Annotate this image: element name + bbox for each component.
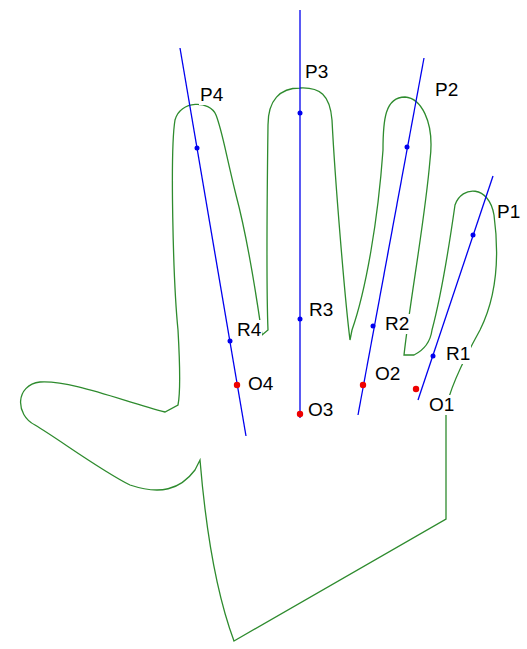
tip-point (471, 233, 476, 238)
point-label: O3 (307, 400, 334, 420)
axis-line (418, 176, 493, 400)
ref-point (228, 339, 233, 344)
point-label: O4 (247, 374, 274, 394)
tip-point (195, 146, 200, 151)
base-point (413, 386, 419, 392)
axis-points (195, 111, 476, 359)
base-point (234, 382, 240, 388)
axis-line (180, 48, 246, 436)
ref-point (298, 317, 303, 322)
base-point (297, 411, 303, 417)
ref-point (431, 354, 436, 359)
tip-point (298, 111, 303, 116)
point-label: P2 (434, 80, 459, 100)
tip-point (405, 145, 410, 150)
point-label: O1 (428, 395, 455, 415)
finger-axes (180, 10, 493, 436)
point-label: R2 (384, 314, 410, 334)
point-label: O2 (374, 364, 401, 384)
ref-point (371, 324, 376, 329)
point-label: P4 (199, 85, 224, 105)
base-point (360, 382, 366, 388)
axis-line (358, 58, 424, 415)
point-label: P3 (304, 62, 329, 82)
point-label: R1 (445, 344, 471, 364)
point-label: P1 (496, 202, 521, 222)
point-label: R4 (236, 320, 262, 340)
point-label: R3 (308, 300, 334, 320)
hand-outline (21, 88, 497, 641)
axis-line (299, 10, 300, 418)
